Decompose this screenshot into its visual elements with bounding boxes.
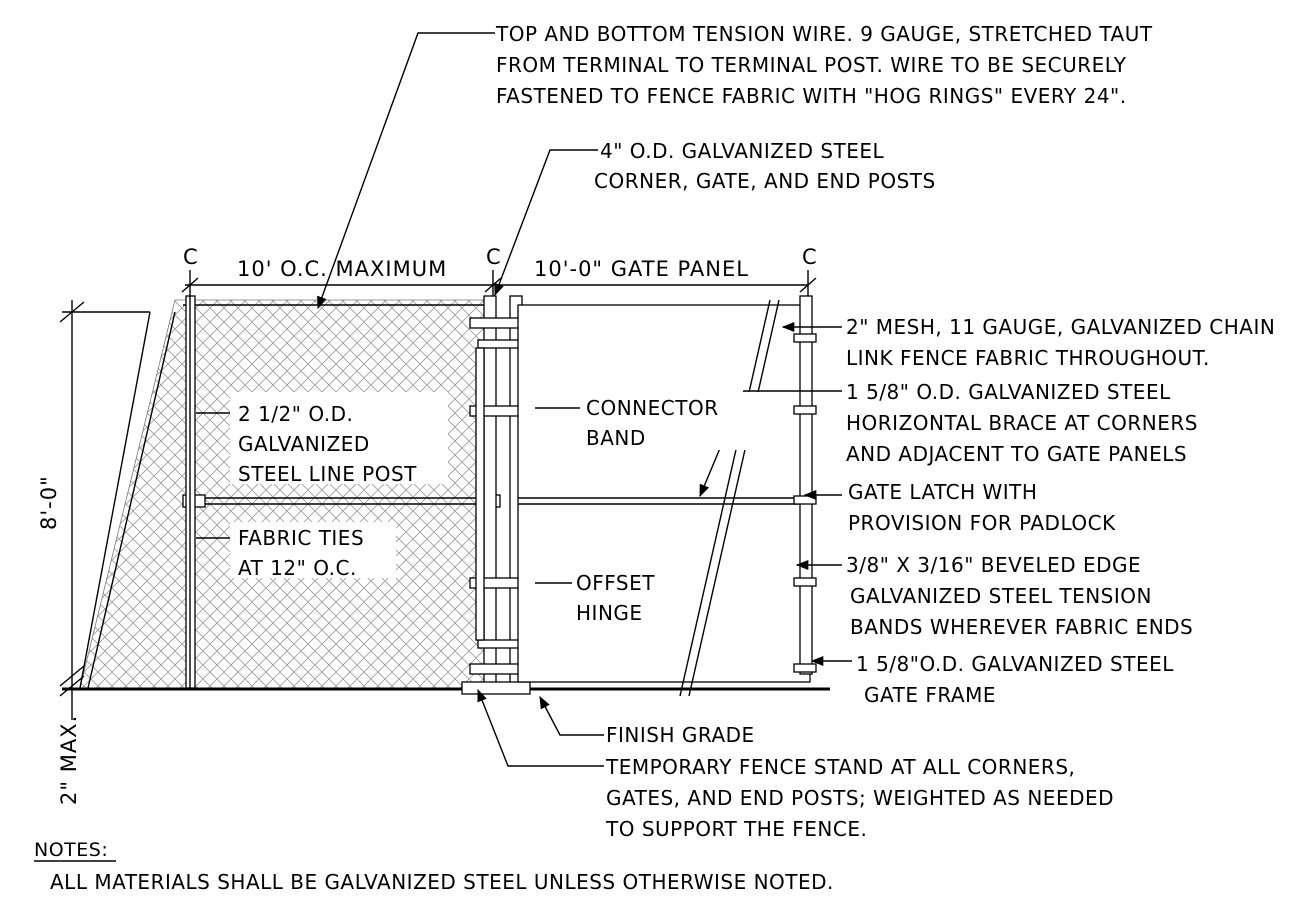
svg-text:CONNECTOR: CONNECTOR xyxy=(586,396,719,420)
svg-text:BAND: BAND xyxy=(586,426,646,450)
svg-text:CORNER, GATE, AND END POSTS: CORNER, GATE, AND END POSTS xyxy=(594,169,936,193)
callout-line-post: 2 1/2" O.D. GALVANIZED STEEL LINE POST xyxy=(238,402,417,486)
svg-text:2" MESH, 11 GAUGE, GALVANIZED: 2" MESH, 11 GAUGE, GALVANIZED CHAIN xyxy=(846,315,1275,339)
svg-text:3/8" X 3/16" BEVELED EDGE: 3/8" X 3/16" BEVELED EDGE xyxy=(846,553,1141,577)
svg-text:FINISH GRADE: FINISH GRADE xyxy=(606,723,755,747)
svg-text:GALVANIZED: GALVANIZED xyxy=(238,432,370,456)
svg-text:TEMPORARY FENCE STAND AT ALL C: TEMPORARY FENCE STAND AT ALL CORNERS, xyxy=(605,755,1075,779)
leader-lines xyxy=(196,32,852,767)
callout-line: PROVISION FOR PADLOCK xyxy=(848,511,1116,535)
callout-line: HINGE xyxy=(576,601,643,625)
svg-text:4" O.D. GALVANIZED STEEL: 4" O.D. GALVANIZED STEEL xyxy=(600,139,885,163)
callout-line: GALVANIZED STEEL TENSION xyxy=(850,584,1152,608)
callout-line: FASTENED TO FENCE FABRIC WITH "HOG RINGS… xyxy=(496,84,1127,108)
callout-fabric-ties: FABRIC TIES AT 12" O.C. xyxy=(238,526,364,580)
svg-text:GATE LATCH WITH: GATE LATCH WITH xyxy=(848,480,1037,504)
callout-line: 1 5/8" O.D. GALVANIZED STEEL xyxy=(846,380,1171,404)
callout-line: FROM TERMINAL TO TERMINAL POST. WIRE TO … xyxy=(496,53,1127,77)
callout-line: GALVANIZED xyxy=(238,432,370,456)
callout-line: BAND xyxy=(586,426,646,450)
callout-line: GATES, AND END POSTS; WEIGHTED AS NEEDED xyxy=(606,786,1114,810)
callout-line: CONNECTOR xyxy=(586,396,719,420)
svg-text:BANDS WHEREVER FABRIC ENDS: BANDS WHEREVER FABRIC ENDS xyxy=(850,615,1193,639)
callout-line: TOP AND BOTTOM TENSION WIRE. 9 GAUGE, ST… xyxy=(495,22,1153,46)
callout-offset-hinge: OFFSET HINGE xyxy=(576,571,655,625)
svg-text:FROM TERMINAL TO TERMINAL POST: FROM TERMINAL TO TERMINAL POST. WIRE TO … xyxy=(496,53,1127,77)
svg-text:GATES, AND END POSTS; WEIGHTED: GATES, AND END POSTS; WEIGHTED AS NEEDED xyxy=(606,786,1114,810)
svg-text:LINK FENCE FABRIC THROUGHOUT.: LINK FENCE FABRIC THROUGHOUT. xyxy=(846,346,1210,370)
svg-text:GATE FRAME: GATE FRAME xyxy=(864,683,996,707)
callout-tension-bands: 3/8" X 3/16" BEVELED EDGE GALVANIZED STE… xyxy=(846,553,1193,639)
callout-line: 2 1/2" O.D. xyxy=(238,402,353,426)
callout-line: 4" O.D. GALVANIZED STEEL xyxy=(600,139,885,163)
callout-line: STEEL LINE POST xyxy=(238,462,417,486)
callout-line: 2" MESH, 11 GAUGE, GALVANIZED CHAIN xyxy=(846,315,1275,339)
svg-text:HORIZONTAL BRACE AT CORNERS: HORIZONTAL BRACE AT CORNERS xyxy=(846,411,1198,435)
height-dimension: 8'-0" 2" MAX. xyxy=(37,300,150,805)
gate-frame xyxy=(517,295,817,697)
svg-text:1 5/8" O.D. GALVANIZED STEEL: 1 5/8" O.D. GALVANIZED STEEL xyxy=(846,380,1171,404)
callout-line: TEMPORARY FENCE STAND AT ALL CORNERS, xyxy=(605,755,1075,779)
callout-finish-grade: FINISH GRADE xyxy=(606,723,755,747)
callout-line: AND ADJACENT TO GATE PANELS xyxy=(846,442,1187,466)
svg-text:TO SUPPORT THE FENCE.: TO SUPPORT THE FENCE. xyxy=(605,817,867,841)
callout-line: GATE LATCH WITH xyxy=(848,480,1037,504)
line-post xyxy=(185,295,196,689)
callout-line: 1 5/8"O.D. GALVANIZED STEEL xyxy=(856,652,1174,676)
callout-gate-frame: 1 5/8"O.D. GALVANIZED STEEL GATE FRAME xyxy=(856,652,1174,707)
svg-text:OFFSET: OFFSET xyxy=(576,571,655,595)
svg-text:HINGE: HINGE xyxy=(576,601,643,625)
svg-text:FASTENED TO FENCE FABRIC WITH: FASTENED TO FENCE FABRIC WITH "HOG RINGS… xyxy=(496,84,1127,108)
clearance-dimension-label: 2" MAX. xyxy=(57,715,81,805)
callout-gate-latch: GATE LATCH WITH PROVISION FOR PADLOCK xyxy=(848,480,1116,535)
svg-text:FABRIC TIES: FABRIC TIES xyxy=(238,526,364,550)
svg-text:AND ADJACENT TO GATE PANELS: AND ADJACENT TO GATE PANELS xyxy=(846,442,1187,466)
callout-line: FABRIC TIES xyxy=(238,526,364,550)
callout-line: CORNER, GATE, AND END POSTS xyxy=(594,169,936,193)
svg-text:STEEL LINE POST: STEEL LINE POST xyxy=(238,462,417,486)
callout-tension-wire: TOP AND BOTTOM TENSION WIRE. 9 GAUGE, ST… xyxy=(495,22,1153,108)
callout-line: GATE FRAME xyxy=(864,683,996,707)
gate-panel-label: 10'-0" GATE PANEL xyxy=(534,257,749,281)
fence-stand-base xyxy=(461,681,531,695)
svg-text:2 1/2" O.D.: 2 1/2" O.D. xyxy=(238,402,353,426)
note-item: ALL MATERIALS SHALL BE GALVANIZED STEEL … xyxy=(50,870,834,894)
svg-text:PROVISION FOR PADLOCK: PROVISION FOR PADLOCK xyxy=(848,511,1116,535)
callout-connector-band: CONNECTOR BAND xyxy=(586,396,719,450)
notes-block: NOTES: ALL MATERIALS SHALL BE GALVANIZED… xyxy=(34,839,834,894)
callout-line: BANDS WHEREVER FABRIC ENDS xyxy=(850,615,1193,639)
notes-heading: NOTES: xyxy=(34,839,108,861)
svg-text:1 5/8"O.D. GALVANIZED STEEL: 1 5/8"O.D. GALVANIZED STEEL xyxy=(856,652,1174,676)
callout-terminal-posts: 4" O.D. GALVANIZED STEEL CORNER, GATE, A… xyxy=(594,139,936,193)
callout-line: OFFSET xyxy=(576,571,655,595)
svg-text:AT 12" O.C.: AT 12" O.C. xyxy=(238,556,357,580)
callout-horizontal-brace: 1 5/8" O.D. GALVANIZED STEEL HORIZONTAL … xyxy=(846,380,1198,466)
centerline-mark-middle: C xyxy=(486,245,502,269)
svg-text:TOP AND BOTTOM TENSION WIRE. 9: TOP AND BOTTOM TENSION WIRE. 9 GAUGE, ST… xyxy=(495,22,1153,46)
callout-line: TO SUPPORT THE FENCE. xyxy=(605,817,867,841)
centerline-mark-left: C xyxy=(183,245,199,269)
callout-line: AT 12" O.C. xyxy=(238,556,357,580)
callout-line: FINISH GRADE xyxy=(606,723,755,747)
height-dimension-label: 8'-0" xyxy=(37,475,61,530)
callout-mesh: 2" MESH, 11 GAUGE, GALVANIZED CHAIN LINK… xyxy=(846,315,1275,370)
line-post-spacing-label: 10' O.C. MAXIMUM xyxy=(237,257,447,281)
svg-text:GALVANIZED STEEL TENSION: GALVANIZED STEEL TENSION xyxy=(850,584,1152,608)
callout-line: HORIZONTAL BRACE AT CORNERS xyxy=(846,411,1198,435)
centerline-mark-right: C xyxy=(802,245,818,269)
callout-line: LINK FENCE FABRIC THROUGHOUT. xyxy=(846,346,1210,370)
callout-fence-stand: TEMPORARY FENCE STAND AT ALL CORNERS, GA… xyxy=(605,755,1114,841)
callout-line: 3/8" X 3/16" BEVELED EDGE xyxy=(846,553,1141,577)
